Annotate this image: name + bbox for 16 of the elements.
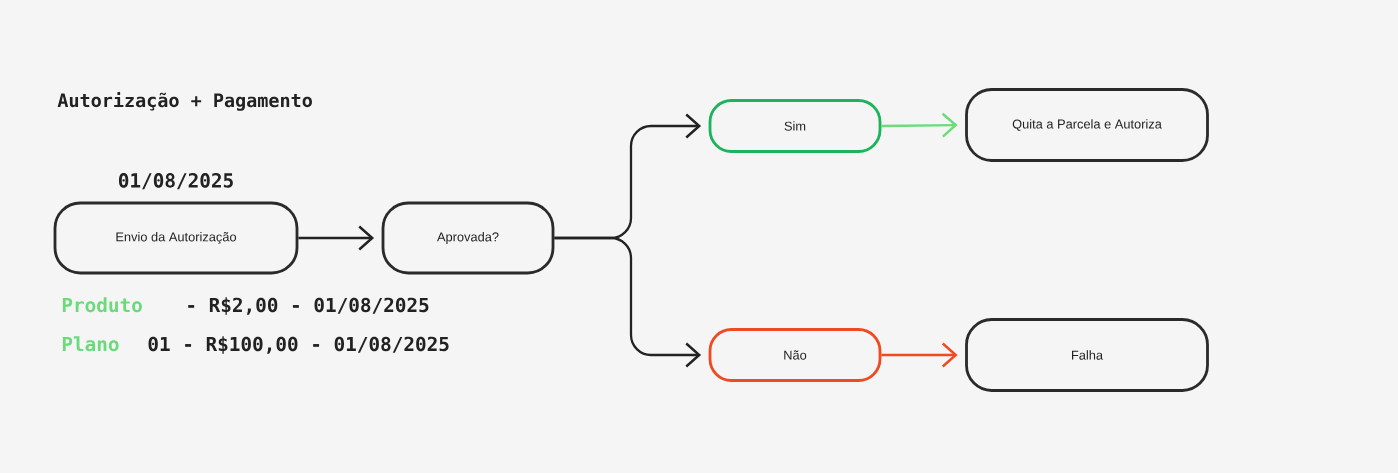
date-label: 01/08/2025 (118, 173, 233, 190)
result-box: Falha (965, 318, 1209, 392)
info-text: 01 - R$100,00 - 01/08/2025 (148, 336, 449, 354)
info-text: Plano (62, 336, 119, 352)
yes-box: Sim (708, 99, 882, 153)
info-text: Produto (62, 297, 142, 313)
arrow (554, 236, 702, 368)
process-box: Envio da Autorização (53, 201, 299, 275)
arrow (298, 225, 375, 251)
result-box: Quita a Parcela e Autoriza (965, 88, 1209, 162)
info-text: - R$2,00 - 01/08/2025 (188, 297, 429, 315)
no-box: Não (708, 328, 882, 382)
arrow (881, 342, 958, 368)
title: Autorização + Pagamento (57, 92, 312, 111)
arrow (881, 112, 958, 138)
decision-box: Aprovada? (381, 201, 555, 275)
